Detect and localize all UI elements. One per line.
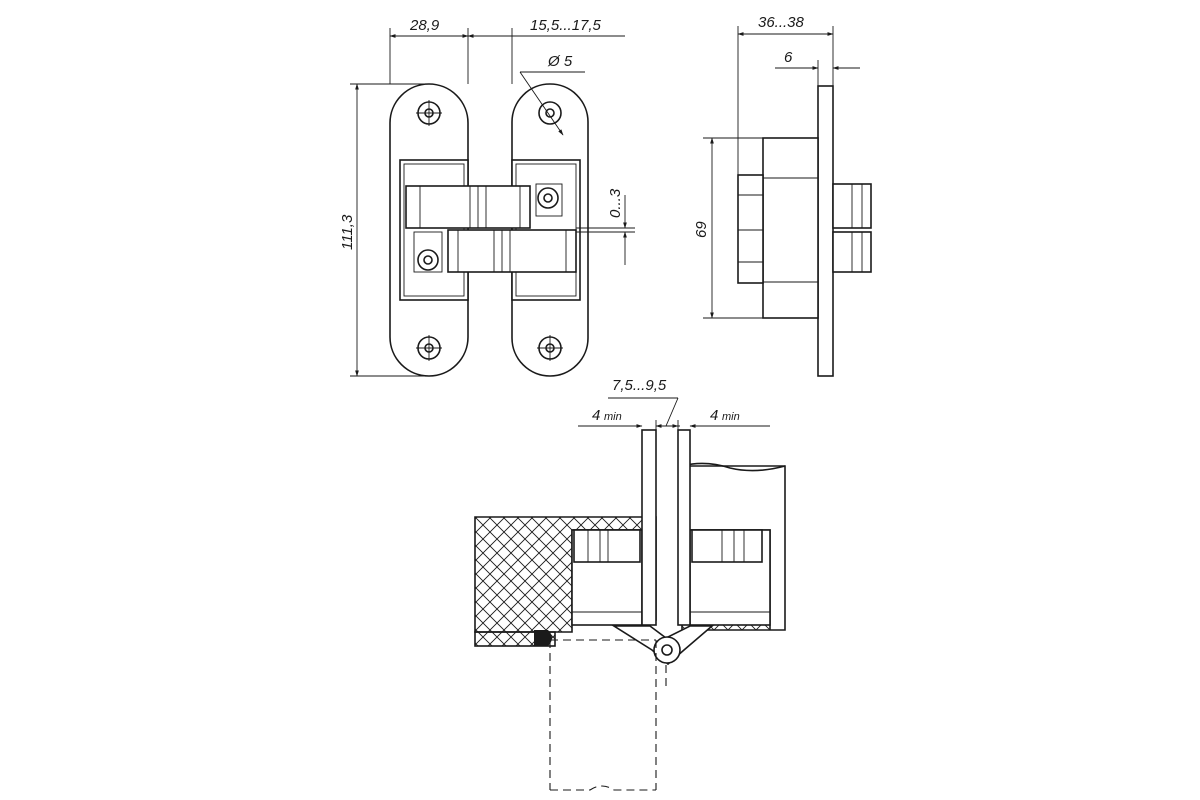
dim-width-top: 28,9 xyxy=(409,17,440,34)
lower-arm xyxy=(447,229,577,273)
section-view: 7,5...9,5 4 min 4 min xyxy=(474,377,786,791)
side-body-main xyxy=(762,137,819,319)
adjust-screw-lower xyxy=(417,249,439,271)
front-view: 28,9 15,5...17,5 Ø 5 111,3 0...3 xyxy=(339,17,635,377)
dim-clearance-left-unit: min xyxy=(604,411,622,423)
dim-depth-range: 36...38 xyxy=(758,14,805,31)
dim-gap-range: 7,5...9,5 xyxy=(612,377,667,394)
dim-adjust-range: 0...3 xyxy=(607,188,624,218)
side-plate xyxy=(817,85,834,377)
dim-clearance-left: 4 xyxy=(592,407,600,424)
pivot-pin xyxy=(653,636,681,664)
dim-plate-thickness: 6 xyxy=(784,49,793,66)
mounting-holes xyxy=(416,100,563,361)
dim-offset-range: 15,5...17,5 xyxy=(530,17,602,34)
dim-body-height: 69 xyxy=(693,221,710,238)
dim-hole-diameter: Ø 5 xyxy=(547,53,573,70)
adjust-screw-upper xyxy=(537,187,559,209)
dim-height-total: 111,3 xyxy=(339,214,356,250)
upper-arm xyxy=(405,185,531,229)
side-body-inner xyxy=(737,174,764,284)
open-door-outline xyxy=(549,639,667,791)
door-stop xyxy=(534,630,552,646)
dim-clearance-right-unit: min xyxy=(722,411,740,423)
side-view: 36...38 6 69 xyxy=(693,14,872,377)
dim-clearance-right: 4 xyxy=(710,407,718,424)
